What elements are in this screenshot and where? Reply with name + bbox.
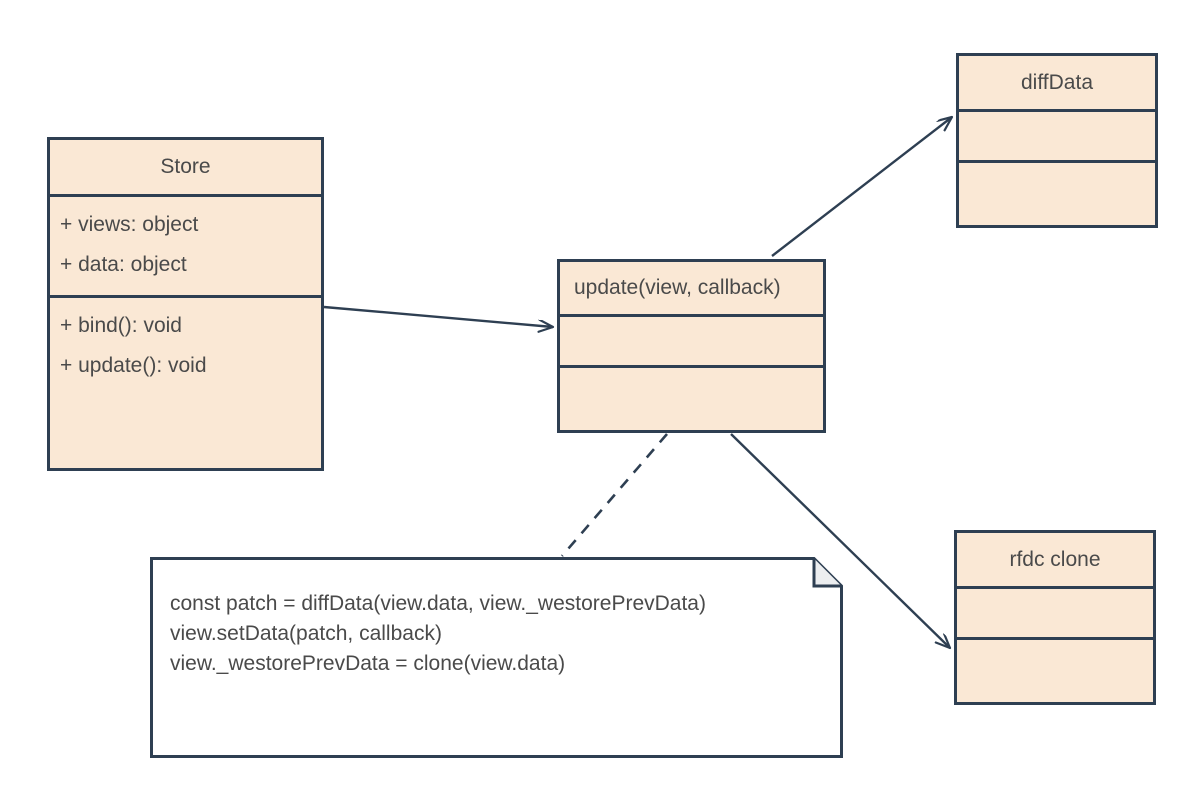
rfdc-title-compartment: rfdc clone: [957, 533, 1153, 586]
connector-update-to-diffdata: [771, 117, 952, 257]
rfdc-title: rfdc clone: [1009, 547, 1101, 571]
connector-update-to-note: [561, 433, 668, 557]
update-compartment-2: [560, 314, 823, 365]
store-method: + update(): void: [60, 354, 207, 378]
store-methods-compartment: + bind(): void + update(): void: [50, 295, 321, 468]
uml-class-store[interactable]: Store + views: object + data: object + b…: [47, 137, 324, 471]
note-text-block: const patch = diffData(view.data, view._…: [170, 589, 827, 678]
rfdc-compartment-3: [957, 637, 1153, 702]
store-title: Store: [160, 155, 211, 179]
store-attributes-compartment: + views: object + data: object: [50, 194, 321, 295]
connector-store-to-update: [323, 305, 553, 327]
store-title-compartment: Store: [50, 140, 321, 194]
uml-node-rfdc-clone[interactable]: rfdc clone: [954, 530, 1156, 705]
uml-node-diffdata[interactable]: diffData: [956, 53, 1158, 228]
rfdc-compartment-2: [957, 586, 1153, 637]
store-method: + bind(): void: [60, 314, 182, 337]
note-code-line: const patch = diffData(view.data, view._…: [170, 592, 706, 615]
store-attribute: + data: object: [60, 253, 187, 277]
diffdata-compartment-3: [959, 160, 1155, 225]
note-shape: [150, 557, 843, 758]
uml-node-update[interactable]: update(view, callback): [557, 259, 826, 433]
update-title-compartment: update(view, callback): [560, 262, 823, 314]
update-compartment-3: [560, 365, 823, 430]
store-attribute: + views: object: [60, 213, 199, 236]
note-code-line: view._westorePrevData = clone(view.data): [170, 651, 566, 675]
diffdata-title: diffData: [1021, 70, 1093, 94]
uml-note-code[interactable]: const patch = diffData(view.data, view._…: [150, 557, 843, 758]
diffdata-title-compartment: diffData: [959, 56, 1155, 109]
diffdata-compartment-2: [959, 109, 1155, 160]
note-code-line: view.setData(patch, callback): [170, 621, 442, 645]
update-title: update(view, callback): [574, 276, 781, 300]
